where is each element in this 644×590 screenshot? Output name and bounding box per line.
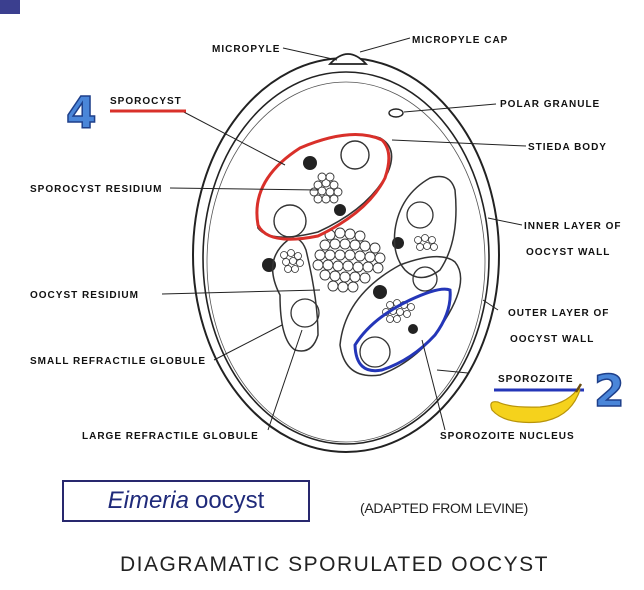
polar-granule [388,108,404,118]
label-sporocyst-residium: SPOROCYST RESIDIUM [30,184,162,195]
sporocyst-right-lower [339,256,462,377]
number-sporocyst: 4 [66,88,97,139]
label-stieda-body: STIEDA BODY [528,142,607,153]
leader-lines [161,37,527,431]
title-rest: oocyst [194,487,265,514]
micropyle-cap [327,53,369,65]
adapted-note: (ADAPTED FROM LEVINE) [360,500,528,516]
corner-marker [0,0,20,14]
label-small-refractile-globule: SMALL REFRACTILE GLOBULE [30,356,206,367]
number-sporozoite: 2 [594,366,625,417]
inner-oocyst-wall [202,71,490,445]
sporozoite-highlight [353,287,452,373]
label-micropyle: MICROPYLE [212,44,280,55]
sporocyst-highlight [255,133,391,241]
title-italic: Eimeria [107,487,189,514]
title-box: Eimeria oocyst [62,480,310,522]
sporocyst-left [271,237,320,352]
label-sporozoite-nucleus: SPOROZOITE NUCLEUS [440,431,575,442]
main-title: DIAGRAMATIC SPORULATED OOCYST [120,553,549,576]
label-inner-layer-2: OOCYST WALL [526,247,610,258]
sporocyst-right-upper [393,175,457,279]
oocyst-inner-line [206,81,486,443]
label-outer-layer-1: OUTER LAYER OF [508,308,609,319]
dark-granule [373,285,387,299]
banana-icon [490,383,583,424]
label-large-refractile-globule: LARGE REFRACTILE GLOBULE [82,431,259,442]
label-oocyst-residium: OOCYST RESIDIUM [30,290,139,301]
label-inner-layer-1: INNER LAYER OF [524,221,622,232]
label-sporocyst: SPOROCYST [110,96,182,107]
label-sporozoite: SPOROZOITE [498,374,574,385]
label-outer-layer-2: OOCYST WALL [510,334,594,345]
label-micropyle-cap: MICROPYLE CAP [412,35,508,46]
label-polar-granule: POLAR GRANULE [500,99,600,110]
sporocyst-residium-upper [309,172,343,204]
oocyst-residium-cluster [312,227,386,293]
